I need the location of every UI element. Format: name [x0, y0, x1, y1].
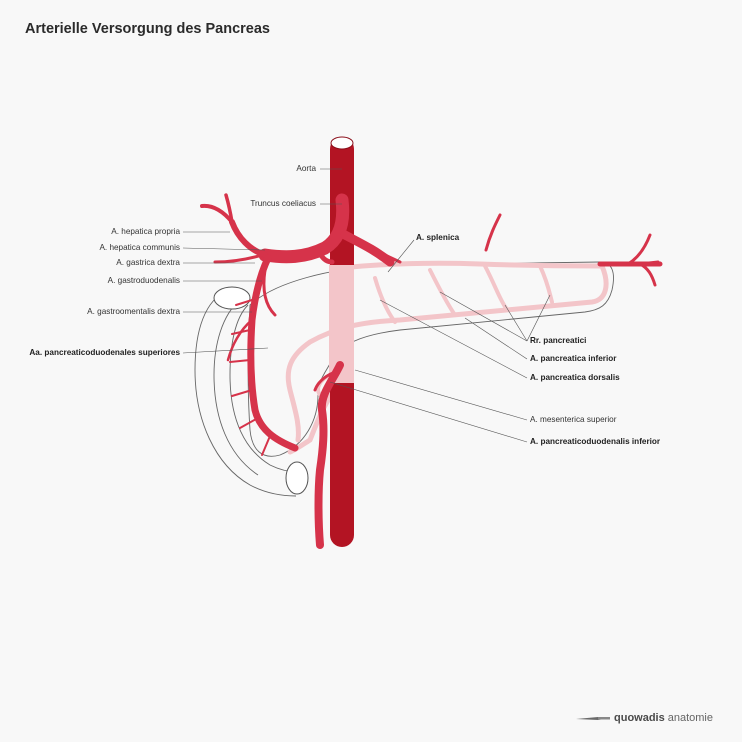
brand-name-light: anatomie — [667, 712, 713, 724]
brand-logo: quowadis anatomie — [576, 712, 713, 724]
duodenum-outline — [194, 289, 299, 497]
label-hepatica-communis: A. hepatica communis — [99, 243, 180, 252]
aorta-opening — [330, 136, 354, 150]
mesenteric-superior — [313, 361, 344, 549]
brand-name-bold: quowadis — [614, 712, 665, 724]
label-truncus-coeliacus: Truncus coeliacus — [250, 199, 316, 208]
label-pancreaticoduodenales-sup: Aa. pancreaticoduodenales superiores — [29, 348, 180, 357]
duodenum-lower-opening — [285, 461, 309, 495]
leader-lines — [182, 168, 551, 443]
label-pancreaticoduodenalis-inf: A. pancreaticoduodenalis inferior — [530, 437, 661, 446]
scalpel-icon — [576, 717, 610, 720]
label-gastrica-dextra: A. gastrica dextra — [116, 258, 180, 267]
label-mesenterica-superior: A. mesenterica superior — [530, 415, 617, 424]
label-splenica: A. splenica — [416, 233, 460, 242]
label-pancreatica-dorsalis: A. pancreatica dorsalis — [530, 373, 620, 382]
label-gastroduodenalis: A. gastroduodenalis — [107, 276, 180, 285]
bright-arteries — [200, 193, 395, 456]
label-pancreatica-inferior: A. pancreatica inferior — [530, 354, 617, 363]
page-title: Arterielle Versorgung des Pancreas — [25, 21, 270, 37]
splenic-hilum-branches — [383, 213, 663, 287]
label-rr-pancreatici: Rr. pancreatici — [530, 336, 587, 345]
label-hepatica-propria: A. hepatica propria — [111, 227, 180, 236]
label-aorta: Aorta — [296, 164, 316, 173]
label-gastroomentalis: A. gastroomentalis dextra — [87, 307, 180, 316]
duodenum-upper-opening — [213, 286, 251, 310]
